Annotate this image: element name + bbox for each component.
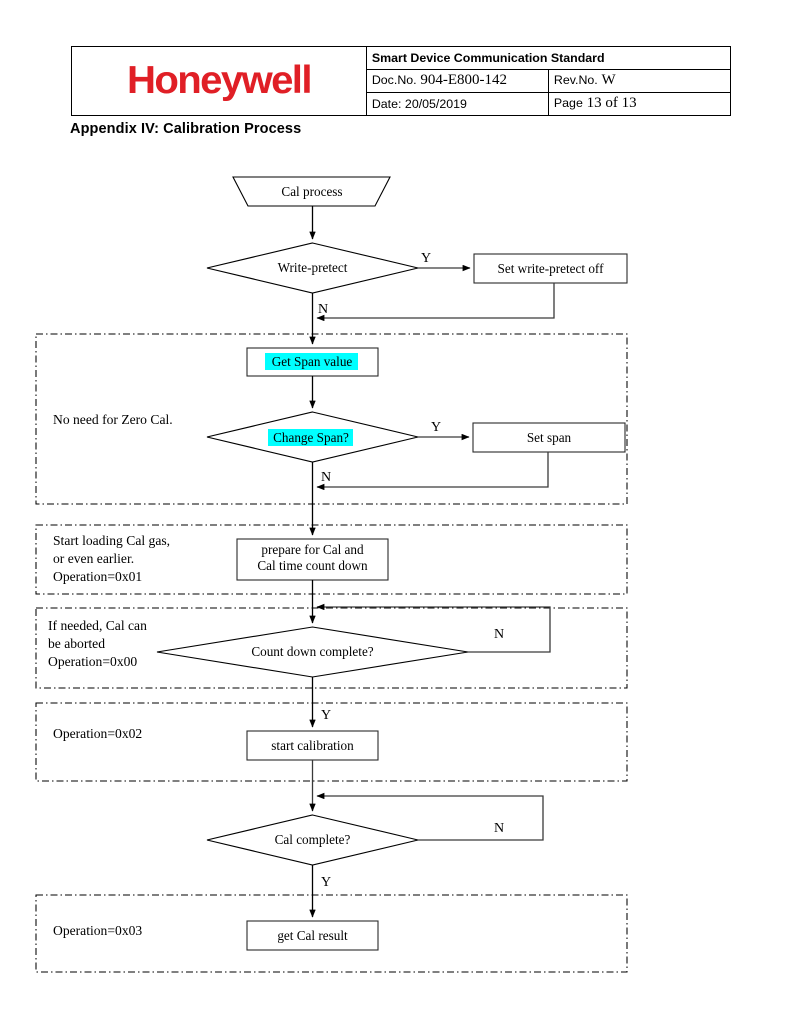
- page-number-value: 13 of 13: [586, 94, 637, 111]
- annotation-load-gas-line1: Start loading Cal gas,: [53, 533, 170, 548]
- branch-label-change-span-yes: Y: [431, 420, 441, 435]
- node-get-span-value-label: Get Span value: [272, 354, 353, 369]
- edge-countdown-no-loop: [316, 603, 551, 653]
- page-number-cell: Page 13 of 13: [547, 92, 732, 116]
- node-start-label: Cal process: [281, 184, 342, 199]
- branch-label-change-span-no: N: [321, 470, 331, 485]
- annotation-load-gas-line3: Operation=0x01: [53, 569, 142, 584]
- annotation-load-gas-line2: or even earlier.: [53, 551, 134, 566]
- node-cal-complete-label: Cal complete?: [275, 832, 351, 847]
- doc-number-value: 904-E800-142: [420, 71, 508, 88]
- page-title: Appendix IV: Calibration Process: [70, 121, 302, 137]
- annotation-op03: Operation=0x03: [53, 923, 142, 938]
- annotation-abort-line1: If needed, Cal can: [48, 618, 147, 633]
- doc-number-label: Doc.No.: [371, 72, 417, 87]
- edge-set-write-protect-off-return: [316, 283, 555, 322]
- node-start-calibration-shape: [246, 730, 379, 761]
- node-set-span-shape: [472, 422, 626, 453]
- honeywell-logo: Honeywell: [126, 59, 313, 102]
- dashed-group-op03: [35, 894, 628, 973]
- node-start-calibration-label: start calibration: [271, 738, 354, 753]
- standard-title-cell: Smart Device Communication Standard: [365, 46, 732, 70]
- dashed-group-abort: [35, 607, 628, 689]
- node-get-cal-result-label: get Cal result: [277, 928, 348, 943]
- highlight-get-span-value: [265, 353, 358, 370]
- branch-label-write-protect-no: N: [318, 302, 328, 317]
- rev-number-label: Rev.No.: [553, 72, 598, 87]
- node-set-span-label: Set span: [527, 430, 572, 445]
- dashed-group-load-gas: [35, 524, 628, 595]
- dashed-group-op02: [35, 702, 628, 782]
- dashed-group-zero-cal: [35, 333, 628, 505]
- standard-title-text: Smart Device Communication Standard: [371, 50, 605, 65]
- node-change-span-label: Change Span?: [273, 430, 349, 445]
- annotation-abort-line3: Operation=0x00: [48, 654, 137, 669]
- branch-label-write-protect-yes: Y: [421, 251, 431, 266]
- node-start-shape: [232, 176, 391, 207]
- date-cell: Date: 20/05/2019: [365, 92, 549, 116]
- highlight-change-span: [268, 429, 353, 446]
- branch-label-countdown-yes: Y: [321, 708, 331, 723]
- annotation-op02: Operation=0x02: [53, 726, 142, 741]
- node-get-cal-result-shape: [246, 920, 379, 951]
- page-number-label: Page: [553, 95, 583, 110]
- annotation-abort-line2: be aborted: [48, 636, 105, 651]
- branch-label-cal-yes: Y: [321, 875, 331, 890]
- date-label: Date:: [371, 96, 402, 111]
- rev-number-value: W: [601, 71, 616, 88]
- annotation-zero-cal: No need for Zero Cal.: [53, 412, 173, 427]
- honeywell-logo-cell: Honeywell: [71, 46, 367, 116]
- edge-set-span-return: [316, 452, 549, 491]
- node-set-write-protect-off-shape: [473, 253, 628, 284]
- node-set-write-protect-off-label: Set write-pretect off: [498, 261, 605, 276]
- document-header-table: Honeywell Smart Device Communication Sta…: [71, 46, 732, 116]
- date-value: 20/05/2019: [404, 96, 467, 111]
- branch-label-countdown-no: N: [494, 627, 504, 642]
- edge-cal-complete-no-loop: [316, 792, 544, 841]
- branch-label-cal-no: N: [494, 821, 504, 836]
- node-countdown-complete-label: Count down complete?: [251, 644, 373, 659]
- node-prepare-cal-label-line2: Cal time count down: [257, 558, 368, 573]
- node-write-protect-label: Write-pretect: [278, 260, 348, 275]
- node-prepare-cal-label-line1: prepare for Cal and: [261, 542, 364, 557]
